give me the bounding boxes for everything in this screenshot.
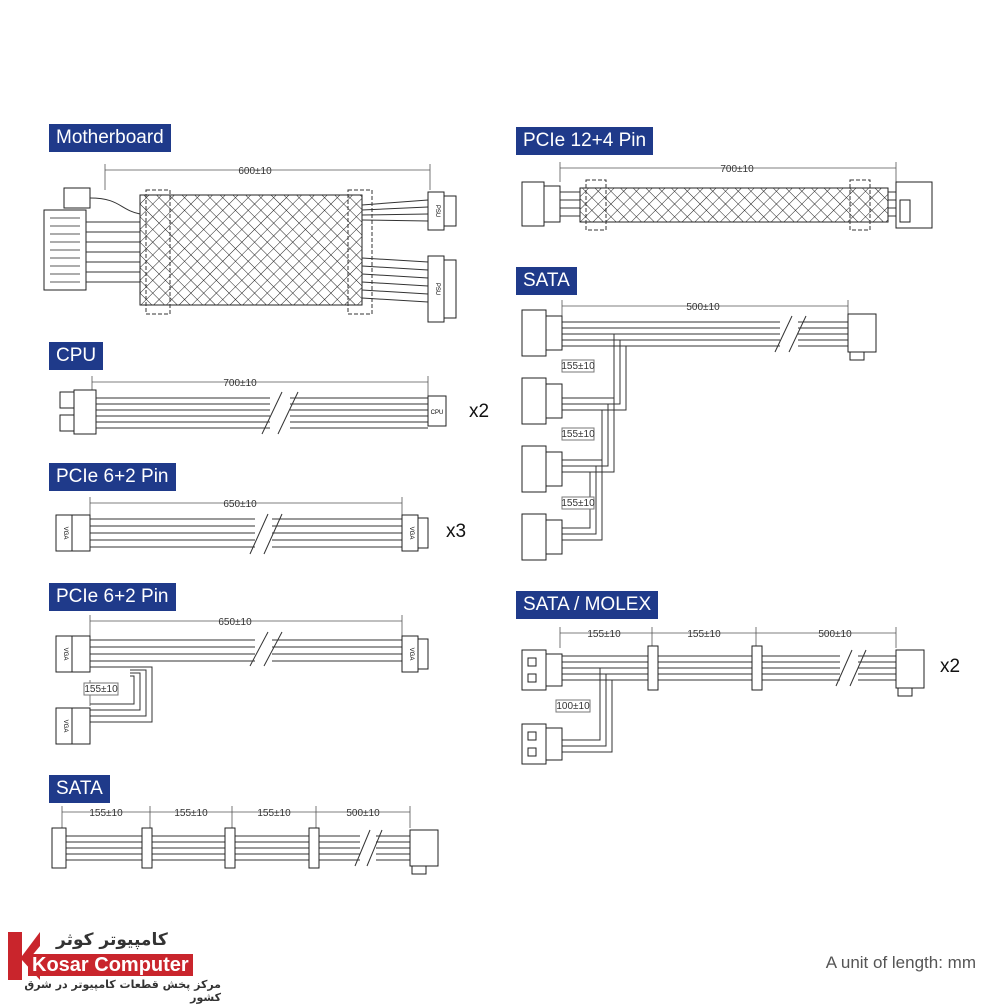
motherboard-dimension bbox=[104, 164, 431, 190]
sata-left-plug-3 bbox=[224, 827, 236, 869]
svg-text:VGA: VGA bbox=[62, 720, 68, 733]
pcie-double-length-label: 650±10 bbox=[218, 617, 252, 628]
sata-left-seg-3: 155±10 bbox=[257, 808, 291, 819]
pcie-12-4-mesh-sleeve bbox=[579, 187, 889, 223]
cpu-left-connector bbox=[73, 389, 97, 435]
sata-molex-molex-plug-2 bbox=[521, 723, 547, 765]
sata-left-seg-2: 155±10 bbox=[174, 808, 208, 819]
pcie-single-title: PCIe 6+2 Pin bbox=[49, 463, 176, 491]
svg-text:VGA: VGA bbox=[408, 527, 414, 540]
pcie-12-4-title: PCIe 12+4 Pin bbox=[516, 127, 654, 155]
sata-right-branch-3: 155±10 bbox=[561, 498, 595, 509]
psu-label-2: PSU bbox=[434, 283, 440, 295]
sata-right-title: SATA bbox=[516, 267, 577, 295]
sata-left-plug-1 bbox=[51, 827, 67, 869]
sata-left-title: SATA bbox=[49, 775, 110, 803]
pcie-12-4-length-label: 700±10 bbox=[720, 164, 754, 175]
psu-label-1: PSU bbox=[434, 205, 440, 217]
motherboard-title: Motherboard bbox=[49, 124, 171, 152]
brand-logo: کامپیوتر کوثر Kosar Computer مرکز پخش قط… bbox=[6, 926, 221, 1004]
sata-right-length-label: 500±10 bbox=[686, 302, 720, 313]
cpu-multiplier: x2 bbox=[469, 401, 490, 422]
brand-tagline-fa: مرکز پخش قطعات کامپیوتر در شرق کشور bbox=[24, 978, 221, 1004]
unit-note: A unit of length: mm bbox=[825, 953, 976, 972]
sata-left-plug-2 bbox=[141, 827, 153, 869]
sata-molex-sata-plug-1 bbox=[647, 645, 659, 691]
sata-right-plug-4 bbox=[521, 513, 547, 561]
svg-text:VGA: VGA bbox=[62, 527, 68, 540]
motherboard-mesh-sleeve bbox=[139, 194, 363, 306]
pcie-double-branch-label: 155±10 bbox=[84, 684, 118, 695]
cpu-right-connector bbox=[427, 395, 447, 427]
sata-left-psu-connector bbox=[409, 829, 439, 867]
sata-molex-sata-plug-2 bbox=[751, 645, 763, 691]
svg-text:VGA: VGA bbox=[62, 648, 68, 661]
sata-left-seg-4: 500±10 bbox=[346, 808, 380, 819]
pcie-double-title: PCIe 6+2 Pin bbox=[49, 583, 176, 611]
brand-name-fa: کامپیوتر کوثر bbox=[56, 930, 168, 950]
sata-molex-seg-2: 155±10 bbox=[687, 629, 721, 640]
sata-molex-seg-1: 155±10 bbox=[587, 629, 621, 640]
pcie-single-length-label: 650±10 bbox=[223, 499, 257, 510]
svg-text:VGA: VGA bbox=[408, 648, 414, 661]
sata-molex-branch-label: 100±10 bbox=[556, 701, 590, 712]
sata-molex-title: SATA / MOLEX bbox=[516, 591, 659, 619]
sata-molex-multiplier: x2 bbox=[940, 656, 961, 677]
pcie-single-multiplier: x3 bbox=[446, 521, 467, 542]
sata-molex-molex-plug-1 bbox=[521, 649, 547, 691]
cpu-title: CPU bbox=[49, 342, 104, 370]
sata-left-seg-1: 155±10 bbox=[89, 808, 123, 819]
sata-molex-psu-connector bbox=[895, 649, 925, 689]
cpu-length-label: 700±10 bbox=[223, 378, 257, 389]
brand-name: Kosar Computer bbox=[28, 954, 193, 976]
sata-left-plug-4 bbox=[308, 827, 320, 869]
sata-molex-seg-3: 500±10 bbox=[818, 629, 852, 640]
sata-right-branch-1: 155±10 bbox=[561, 361, 595, 372]
motherboard-length-label: 600±10 bbox=[238, 166, 272, 177]
cpu-connector-label: CPU bbox=[431, 410, 444, 416]
sata-right-branch-2: 155±10 bbox=[561, 429, 595, 440]
